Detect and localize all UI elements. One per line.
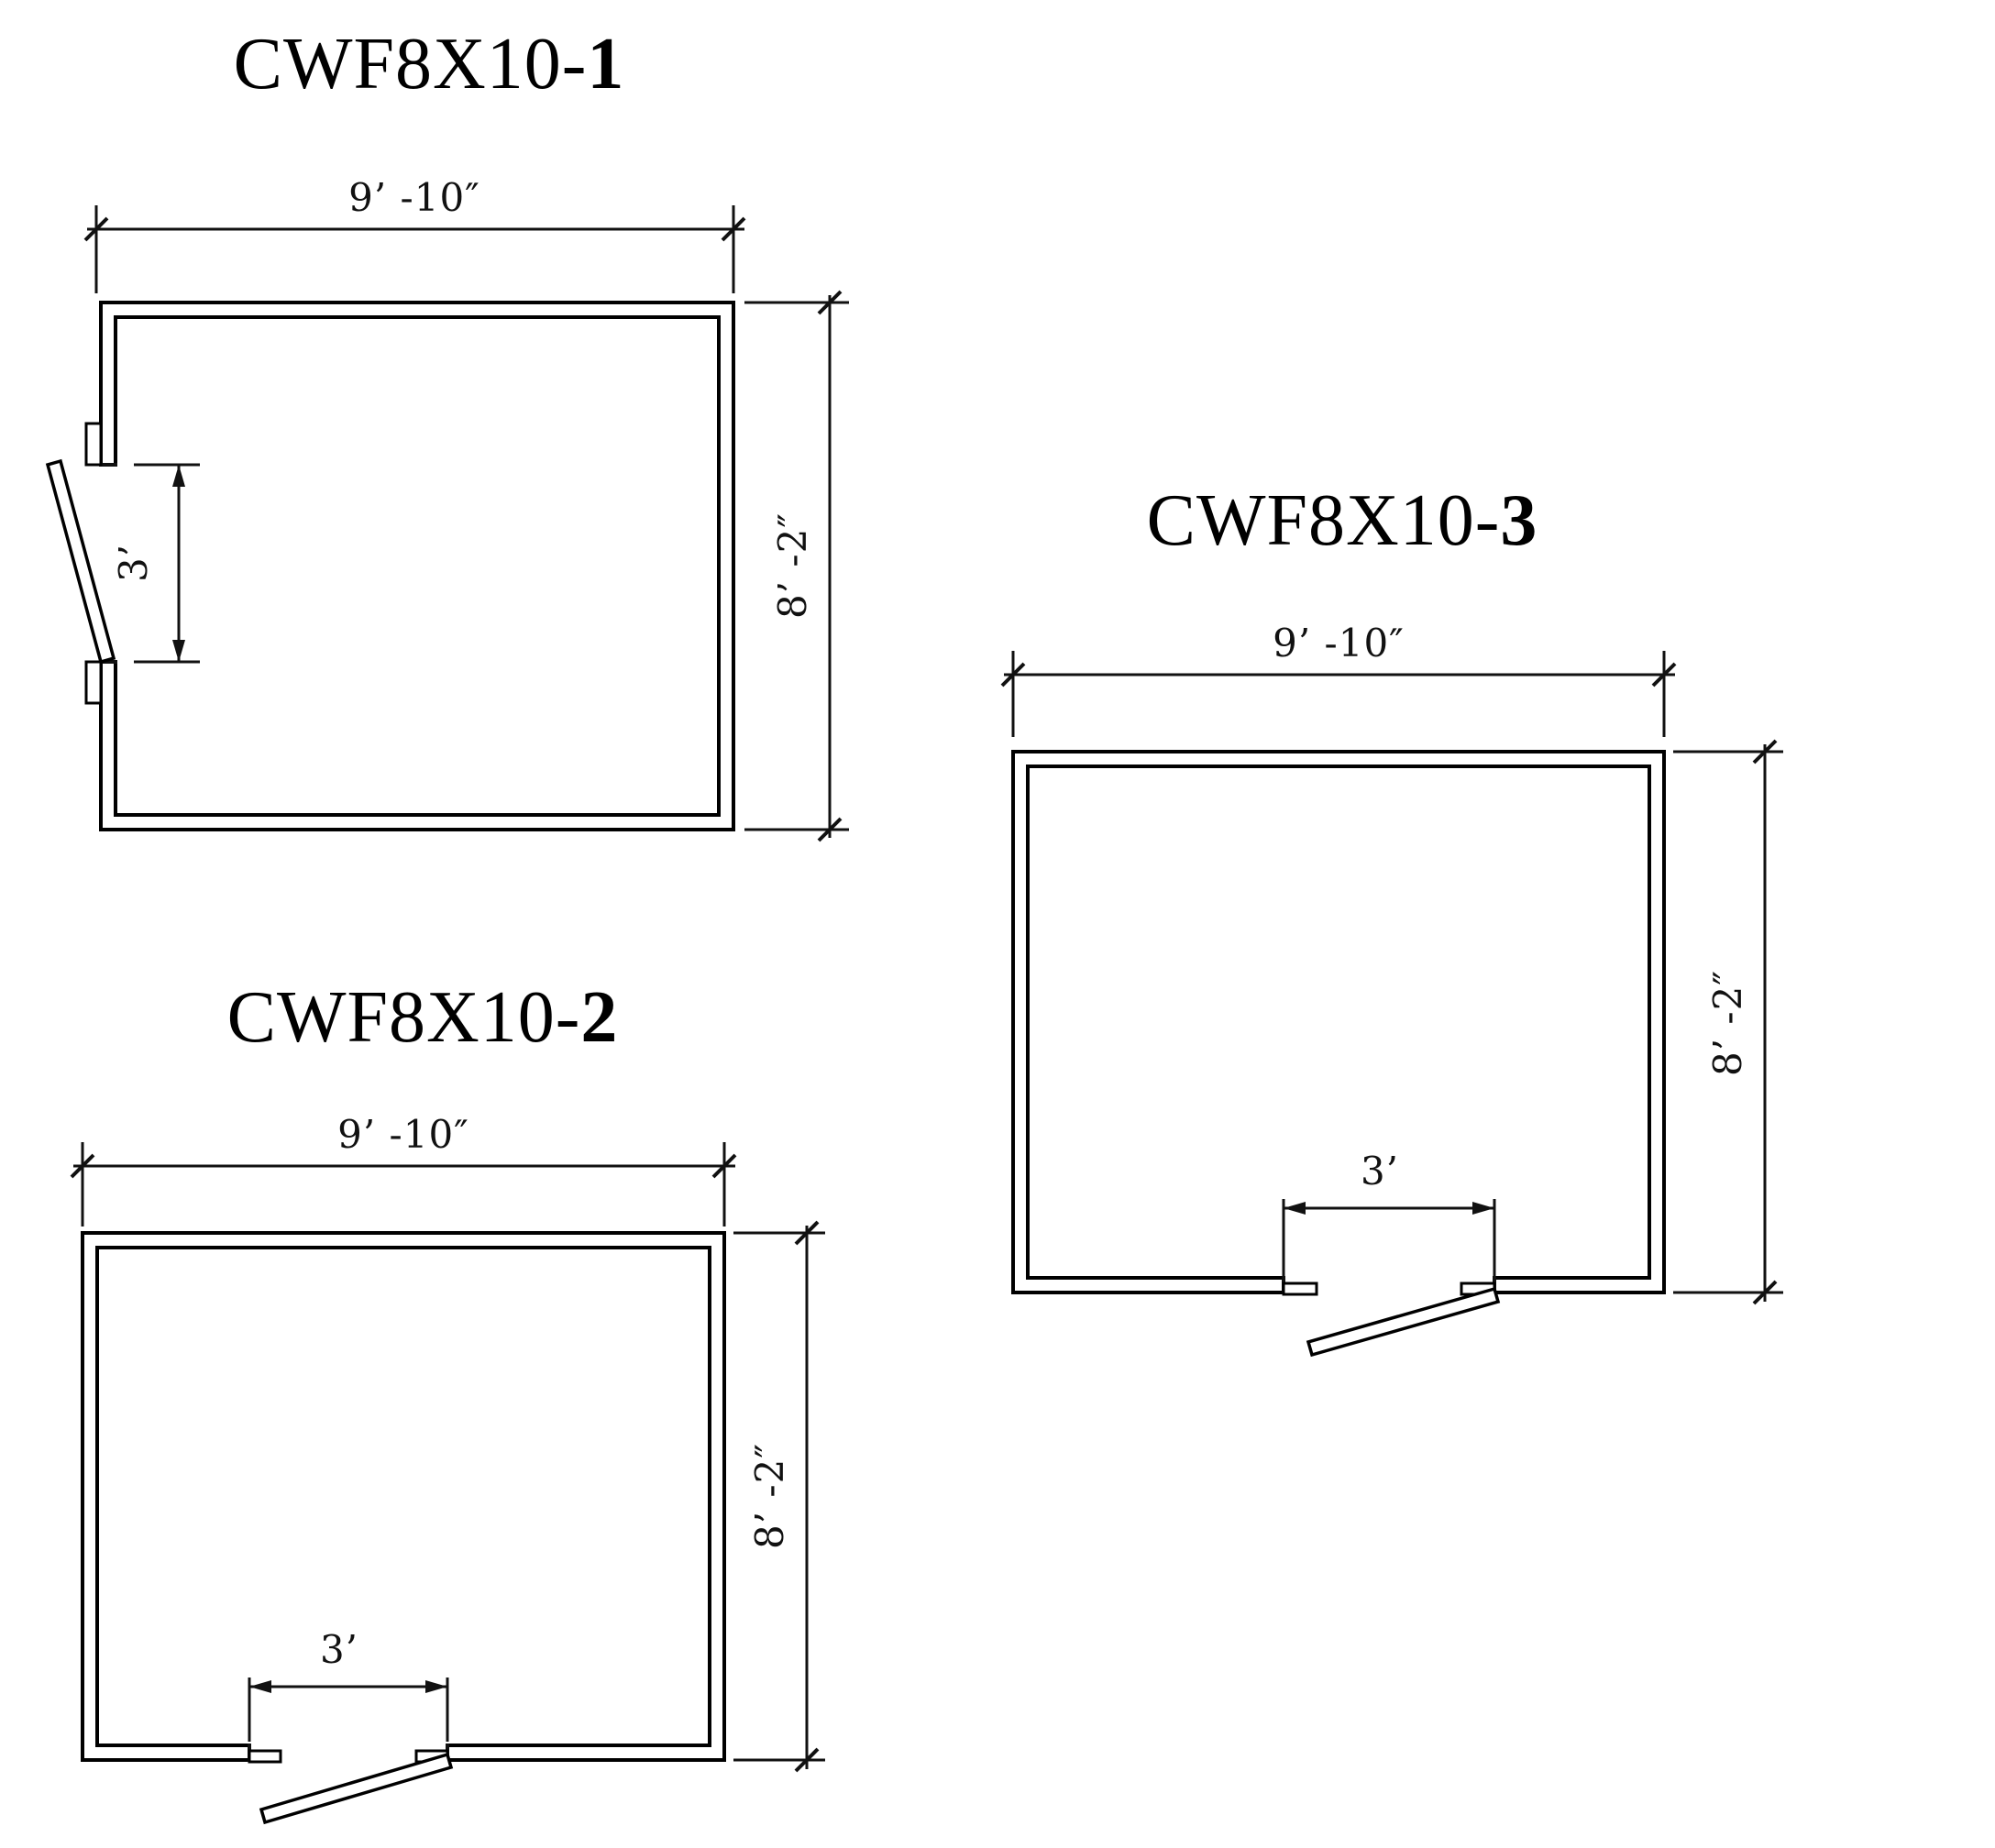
plan-3-walls: [1011, 750, 1666, 1305]
plan-1-frame-stub-top: [84, 422, 103, 467]
plan-2-door-dimension: 3’: [248, 1627, 449, 1742]
plan-2-width-tick-left: [70, 1153, 95, 1179]
plan-2-title-number: 2: [580, 977, 619, 1058]
plan-2-door-arrow-left: [249, 1680, 271, 1693]
plan-3: 9’ -10″ 8’ -2″ 3’: [1000, 621, 1783, 1358]
plan-1-height-dimension: 8’ -2″: [744, 290, 849, 842]
plan-1-height-tick-top: [817, 290, 843, 315]
plan-3-height-tick-bottom: [1752, 1280, 1778, 1305]
plan-2-width-tick-right: [711, 1153, 737, 1179]
plan-1-door-label: 3’: [111, 544, 156, 582]
plan-1-width-tick-left: [83, 216, 109, 242]
plan-3-height-dimension: 8’ -2″: [1673, 739, 1783, 1305]
plan-3-inner-wall: [1026, 764, 1651, 1280]
plan-2-title-prefix: CWF8X10-: [226, 977, 581, 1058]
plan-3-height-label: 8’ -2″: [1705, 970, 1750, 1076]
plan-3-title: CWF8X10-3: [1076, 480, 1608, 561]
plan-2-outer-wall: [81, 1231, 726, 1762]
plan-1: 9’ -10″ 8’ -2″ 3’: [45, 175, 849, 842]
plan-1-frame-stub-bottom: [84, 660, 103, 705]
plan-3-width-dimension: 9’ -10″: [1000, 621, 1677, 737]
plan-2-height-dimension: 8’ -2″: [733, 1220, 825, 1773]
plan-3-door-label: 3’: [1361, 1149, 1399, 1194]
plan-2-height-tick-top: [794, 1220, 820, 1246]
plan-1-width-dimension: 9’ -10″: [83, 175, 746, 293]
plan-2-height-label: 8’ -2″: [747, 1443, 792, 1549]
plan-3-door-arrow-right: [1472, 1202, 1494, 1215]
plan-1-height-tick-bottom: [817, 817, 843, 842]
plan-1-door-arrow-up: [172, 465, 185, 487]
plan-1-inner-wall: [114, 315, 721, 817]
plan-2-threshold-left: [248, 1749, 282, 1764]
plan-2-title: CWF8X10-2: [157, 977, 689, 1058]
plan-3-width-tick-left: [1000, 662, 1026, 688]
plan-1-title-prefix: CWF8X10-: [233, 24, 588, 104]
plan-2-inner-wall: [95, 1246, 711, 1747]
plan-3-height-tick-top: [1752, 739, 1778, 764]
plan-3-title-prefix: CWF8X10-: [1146, 480, 1501, 561]
plan-3-title-number: 3: [1500, 480, 1538, 561]
plan-1-door-arrow-down: [172, 640, 185, 662]
plan-3-door-dimension: 3’: [1282, 1149, 1496, 1280]
plan-2-walls: [81, 1231, 726, 1773]
plan-1-width-tick-right: [721, 216, 746, 242]
plan-3-threshold-left: [1282, 1282, 1318, 1296]
plan-1-title-number: 1: [587, 24, 625, 104]
plan-2-height-tick-bottom: [794, 1747, 820, 1773]
plan-3-door-arrow-left: [1284, 1202, 1306, 1215]
plan-1-walls: [84, 301, 735, 831]
plan-3-outer-wall: [1011, 750, 1666, 1294]
plan-1-outer-wall: [99, 301, 735, 831]
plan-2: 9’ -10″ 8’ -2″ 3’: [70, 1112, 825, 1825]
plan-2-width-dimension: 9’ -10″: [70, 1112, 737, 1226]
plan-1-width-label: 9’ -10″: [348, 175, 480, 220]
plan-2-width-label: 9’ -10″: [337, 1112, 469, 1157]
plan-1-door-dimension: 3’: [111, 463, 200, 664]
plan-2-door-arrow-right: [425, 1680, 447, 1693]
plan-3-width-tick-right: [1651, 662, 1677, 688]
plan-3-width-label: 9’ -10″: [1273, 621, 1405, 666]
plan-1-title: CWF8X10-1: [163, 24, 695, 104]
plan-2-door-label: 3’: [320, 1627, 358, 1672]
plan-3-door-leaf: [1306, 1286, 1501, 1358]
plan-1-door-leaf: [45, 458, 116, 665]
plan-1-height-label: 8’ -2″: [770, 512, 815, 619]
plan-2-door-leaf: [259, 1752, 454, 1825]
